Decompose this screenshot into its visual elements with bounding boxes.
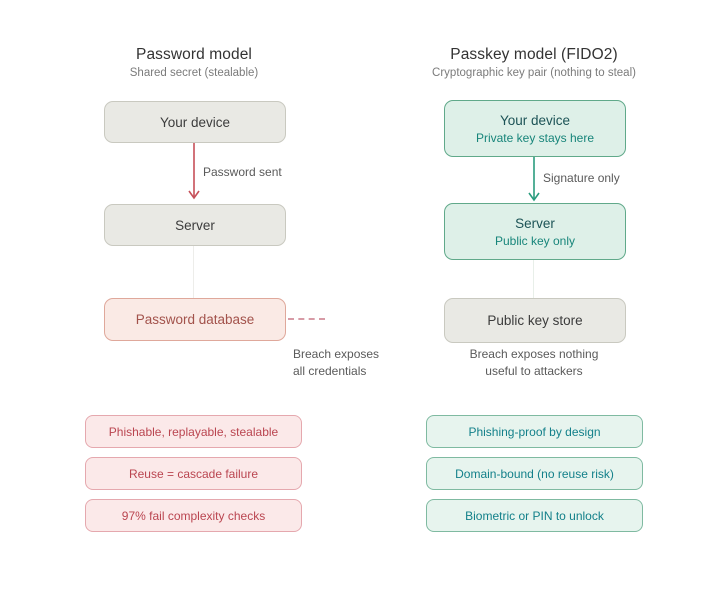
password-model-subtitle: Shared secret (stealable) [129,67,259,79]
password-breach-note-line2: all credentials [293,364,367,378]
passkey-private-key-label: Private key stays here [475,130,595,145]
password-breach-note-line1: Breach exposes [293,347,380,361]
passkey-server-box: Server Public key only [444,203,626,260]
server-to-database-connector [193,246,194,298]
password-badge-reuse-label: Reuse = cascade failure [128,466,259,481]
password-server-label: Server [175,217,215,233]
public-key-store-label: Public key store [487,313,583,328]
password-badge-complexity: 97% fail complexity checks [85,499,302,532]
passkey-breach-note-line1: Breach exposes nothing [469,347,599,361]
password-badge-complexity-label: 97% fail complexity checks [121,508,266,523]
passkey-model-title: Passkey model (FIDO2) [450,46,618,63]
passkey-badge-phishing-proof-label: Phishing-proof by design [468,424,601,439]
password-your-device-box: Your device [104,101,286,143]
public-key-store-box: Public key store [444,298,626,343]
passkey-your-device-box: Your device Private key stays here [444,100,626,157]
password-database-box: Password database [104,298,286,341]
signature-only-label: Signature only [543,171,620,185]
passkey-badge-domain-bound-label: Domain-bound (no reuse risk) [455,466,614,481]
signature-only-arrow [528,157,540,202]
password-sent-label: Password sent [203,165,282,179]
password-model-title: Password model [136,46,252,63]
passkey-server-label: Server [515,215,555,231]
password-breach-note: Breach exposes all credentials [293,346,379,380]
server-to-store-connector [533,260,534,298]
password-badge-reuse: Reuse = cascade failure [85,457,302,490]
passkey-breach-note-line2: useful to attackers [485,364,583,378]
passkey-badge-biometric-label: Biometric or PIN to unlock [465,508,604,523]
password-badge-phishable-label: Phishable, replayable, stealable [108,424,279,439]
passkey-model-subtitle: Cryptographic key pair (nothing to steal… [432,67,636,79]
passkey-your-device-label: Your device [499,112,571,128]
passkey-breach-note: Breach exposes nothing useful to attacke… [400,346,668,380]
passkey-badge-biometric: Biometric or PIN to unlock [426,499,643,532]
password-your-device-label: Your device [159,114,231,130]
password-database-label: Password database [135,312,255,327]
breach-dashed-line [288,318,325,320]
password-sent-arrow [188,143,200,200]
password-server-box: Server [104,204,286,246]
password-badge-phishable: Phishable, replayable, stealable [85,415,302,448]
passkey-badge-domain-bound: Domain-bound (no reuse risk) [426,457,643,490]
passkey-badge-phishing-proof: Phishing-proof by design [426,415,643,448]
passkey-public-key-only-label: Public key only [494,233,576,248]
